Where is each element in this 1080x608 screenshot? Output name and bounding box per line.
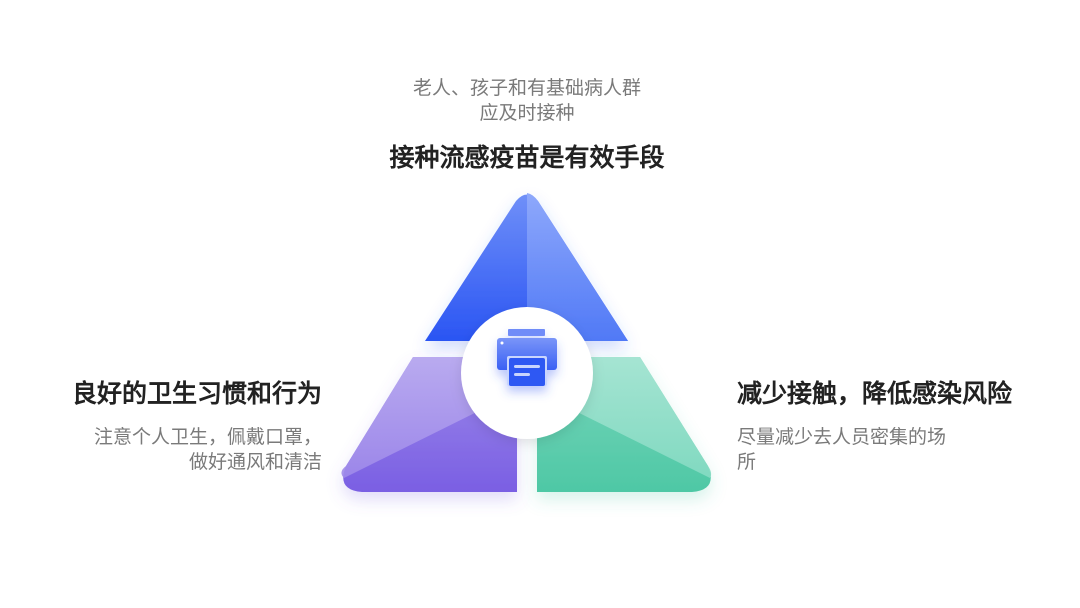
left-description-line2: 做好通风和清洁 bbox=[188, 451, 322, 473]
right-description-line1: 尽量减少去人员密集的场 bbox=[737, 426, 947, 448]
top-segment bbox=[425, 193, 628, 341]
top-description: 老人、孩子和有基础病人群 应及时接种 bbox=[340, 76, 714, 126]
left-title: 良好的卫生习惯和行为 bbox=[71, 379, 322, 408]
right-description: 尽量减少去人员密集的场 所 bbox=[737, 425, 987, 475]
printer-icon bbox=[497, 329, 557, 386]
left-description: 注意个人卫生，佩戴口罩， 做好通风和清洁 bbox=[30, 425, 322, 475]
top-description-line2: 应及时接种 bbox=[479, 102, 575, 124]
right-description-line2: 所 bbox=[737, 451, 757, 473]
left-description-line1: 注意个人卫生，佩戴口罩， bbox=[93, 426, 322, 448]
top-description-line1: 老人、孩子和有基础病人群 bbox=[412, 77, 641, 99]
top-title: 接种流感疫苗是有效手段 bbox=[389, 143, 665, 172]
right-title: 减少接触，降低感染风险 bbox=[737, 379, 1013, 408]
